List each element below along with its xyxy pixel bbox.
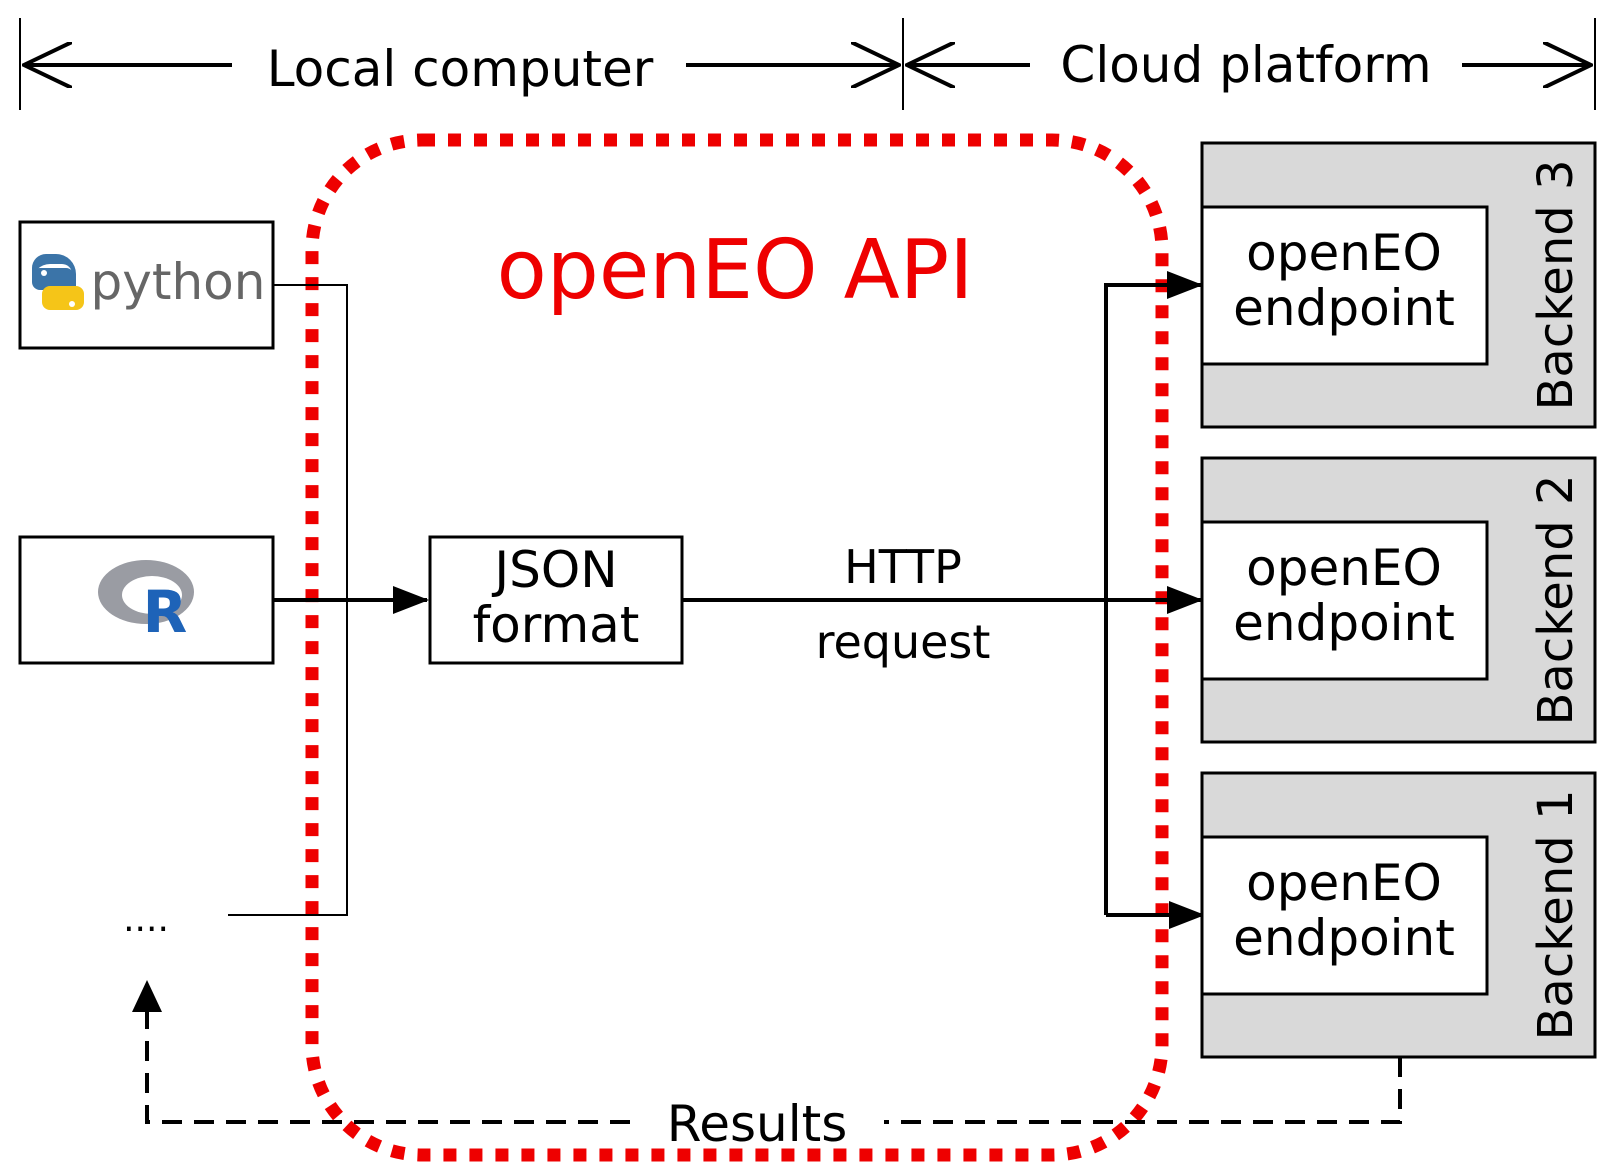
backend-2-label: Backend 2 <box>1528 474 1584 725</box>
backend-1-endpoint-line1: openEO <box>1246 854 1442 912</box>
r-icon: R <box>98 560 194 646</box>
backend-3-endpoint-line2: endpoint <box>1233 279 1455 337</box>
arrow-to-backend-3 <box>1104 271 1203 915</box>
more-clients-ellipsis: .... <box>123 899 169 940</box>
format-label: format <box>473 596 640 654</box>
request-label: request <box>816 615 991 669</box>
backend-3: openEO endpoint Backend 3 <box>1200 141 1597 429</box>
backend-2-endpoint-line1: openEO <box>1246 539 1442 597</box>
backend-3-label: Backend 3 <box>1528 159 1584 410</box>
backend-2: openEO endpoint Backend 2 <box>1200 456 1597 744</box>
backend-1-endpoint-line2: endpoint <box>1233 909 1455 967</box>
results-arrowhead <box>132 980 162 1012</box>
backend-1-label: Backend 1 <box>1528 789 1584 1040</box>
http-label: HTTP <box>844 540 962 594</box>
cloud-platform-label: Cloud platform <box>1060 36 1431 94</box>
backend-2-endpoint-line2: endpoint <box>1233 594 1455 652</box>
python-icon <box>32 254 84 310</box>
openeo-api-boundary <box>305 133 1169 1162</box>
header-scale: Local computer Cloud platform <box>19 18 1596 110</box>
backend-1: openEO endpoint Backend 1 <box>1200 771 1597 1059</box>
r-letter: R <box>143 578 188 646</box>
openeo-api-title: openEO API <box>497 223 974 318</box>
json-label: JSON <box>491 541 617 599</box>
json-format-box: JSON format <box>428 535 684 665</box>
local-computer-label: Local computer <box>267 40 654 98</box>
r-client-box: R <box>18 535 275 665</box>
results-label: Results <box>667 1095 848 1153</box>
python-client-box: python <box>18 220 275 350</box>
client-connectors <box>228 284 429 916</box>
backend-3-endpoint-line1: openEO <box>1246 224 1442 282</box>
http-request-connectors <box>682 271 1205 929</box>
python-wordmark: python <box>91 253 266 311</box>
results-return-path: Results <box>132 980 1402 1153</box>
